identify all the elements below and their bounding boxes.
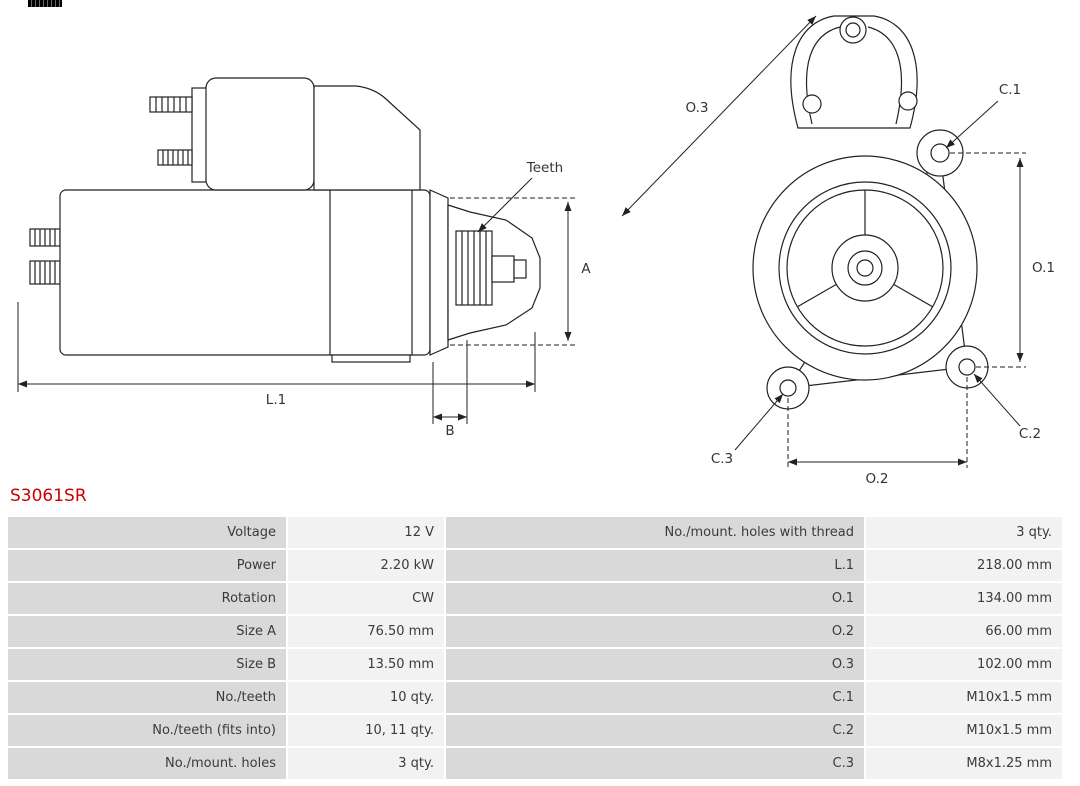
spec-label-cell: No./mount. holes with thread	[446, 517, 864, 548]
dim-label-o3: O.3	[686, 100, 709, 116]
spec-value-cell: CW	[288, 583, 444, 614]
spec-value-cell: 10, 11 qty.	[288, 715, 444, 746]
spec-label-cell: O.3	[446, 649, 864, 680]
front-view-drawing	[752, 15, 989, 410]
spec-value-cell: 10 qty.	[288, 682, 444, 713]
dim-label-l1: L.1	[266, 392, 286, 408]
dim-label-o1: O.1	[1032, 260, 1055, 276]
dim-label-o2: O.2	[866, 471, 889, 487]
spec-label-cell: Size A	[8, 616, 286, 647]
spec-label-cell: Size B	[8, 649, 286, 680]
spec-value-cell: 76.50 mm	[288, 616, 444, 647]
dim-label-b: B	[445, 423, 454, 439]
spec-label-cell: No./mount. holes	[8, 748, 286, 779]
dim-label-teeth: Teeth	[526, 160, 563, 176]
spec-label-cell: L.1	[446, 550, 864, 581]
spec-value-cell: M10x1.5 mm	[866, 682, 1062, 713]
spec-value-cell: 102.00 mm	[866, 649, 1062, 680]
spec-value-cell: 3 qty.	[288, 748, 444, 779]
spec-value-cell: 2.20 kW	[288, 550, 444, 581]
spec-value-cell: 3 qty.	[866, 517, 1062, 548]
spec-label-cell: C.3	[446, 748, 864, 779]
spec-value-cell: M10x1.5 mm	[866, 715, 1062, 746]
spec-label-cell: No./teeth (fits into)	[8, 715, 286, 746]
spec-table: Voltage 12 V No./mount. holes with threa…	[8, 517, 1062, 779]
spec-label-cell: C.2	[446, 715, 864, 746]
front-view-dimensions	[621, 15, 1026, 468]
spec-label-cell: Rotation	[8, 583, 286, 614]
spec-value-cell: 12 V	[288, 517, 444, 548]
part-number: S3061SR	[10, 486, 87, 506]
spec-label-cell: Voltage	[8, 517, 286, 548]
spec-value-cell: 66.00 mm	[866, 616, 1062, 647]
side-view-dimensions	[17, 177, 578, 424]
spec-value-cell: 13.50 mm	[288, 649, 444, 680]
dim-label-c1: C.1	[999, 82, 1021, 98]
print-registration-mark	[28, 0, 62, 7]
dim-label-c2: C.2	[1019, 426, 1041, 442]
side-view-drawing	[29, 77, 541, 363]
spec-label-cell: No./teeth	[8, 682, 286, 713]
spec-value-cell: M8x1.25 mm	[866, 748, 1062, 779]
spec-label-cell: O.1	[446, 583, 864, 614]
technical-drawing: Teeth A L.1 B	[17, 15, 1055, 487]
spec-value-cell: 218.00 mm	[866, 550, 1062, 581]
spec-value-cell: 134.00 mm	[866, 583, 1062, 614]
spec-label-cell: Power	[8, 550, 286, 581]
spec-label-cell: C.1	[446, 682, 864, 713]
dim-label-c3: C.3	[711, 451, 733, 467]
dim-label-a: A	[581, 261, 591, 277]
spec-label-cell: O.2	[446, 616, 864, 647]
